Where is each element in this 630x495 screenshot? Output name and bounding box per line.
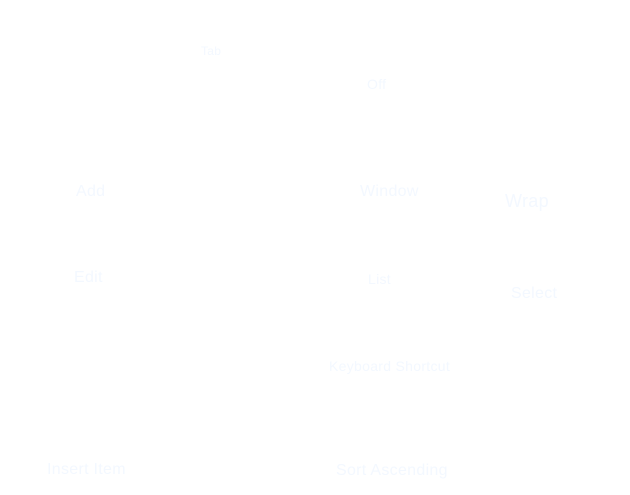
left-upper-label[interactable]: Add (76, 183, 106, 200)
center-lower-label[interactable]: Keyboard Shortcut (329, 358, 451, 374)
bottom-left-label[interactable]: Insert Item (47, 461, 126, 478)
top-small-label[interactable]: Tab (201, 44, 222, 58)
left-middle-label[interactable]: Edit (74, 269, 103, 286)
center-upper-label[interactable]: Window (360, 183, 419, 200)
right-upper-label[interactable]: Wrap (505, 191, 549, 211)
top-center-label[interactable]: Off (367, 76, 387, 92)
right-middle-label[interactable]: Select (511, 285, 558, 302)
center-middle-label[interactable]: List (368, 271, 391, 287)
bottom-center-label[interactable]: Sort Ascending (336, 462, 448, 479)
